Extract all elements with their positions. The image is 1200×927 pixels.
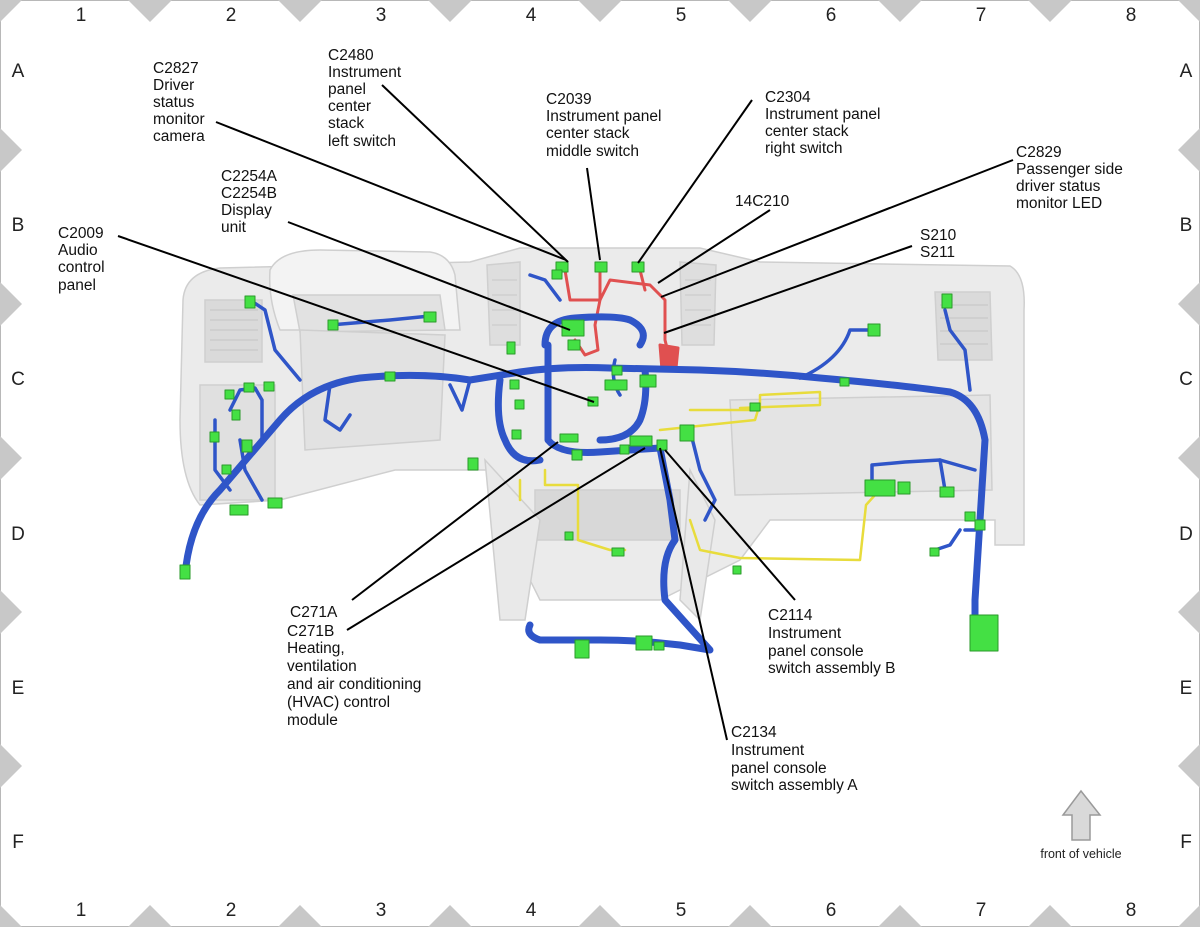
column-label-bottom: 7	[976, 900, 987, 921]
column-label-bottom: 5	[676, 900, 687, 921]
callout-leader-lines	[117, 84, 1014, 741]
column-label-top: 2	[226, 5, 237, 26]
row-label-left: E	[12, 678, 25, 699]
row-label-left: A	[12, 61, 25, 82]
border-diamond	[0, 282, 22, 326]
front-of-vehicle-label: front of vehicle	[1040, 847, 1121, 861]
row-label-right: B	[1180, 215, 1193, 236]
column-label-bottom: 3	[376, 900, 387, 921]
callout-labels: C2827 Driver status monitor camera C2480…	[58, 47, 1127, 794]
callout-c2114: C2114 Instrument panel console switch as…	[768, 607, 895, 677]
row-label-right: E	[1180, 678, 1193, 699]
column-label-bottom: 6	[826, 900, 837, 921]
row-label-right: D	[1179, 524, 1193, 545]
border-diamond	[428, 0, 472, 22]
column-label-bottom: 1	[76, 900, 87, 921]
border-diamond	[728, 0, 772, 22]
column-label-top: 4	[526, 5, 537, 26]
callout-14c210: 14C210	[735, 193, 790, 210]
border-diamond	[728, 905, 772, 927]
border-diamond	[578, 905, 622, 927]
blue-secondary-branches	[213, 273, 977, 552]
border-diamond	[1178, 128, 1200, 172]
border-diamond	[0, 128, 22, 172]
border-diamond	[1178, 590, 1200, 634]
border-diamond	[278, 905, 322, 927]
leader-c271b	[346, 447, 646, 631]
border-diamond	[878, 0, 922, 22]
row-label-right: F	[1180, 832, 1192, 853]
border-diamond	[128, 905, 172, 927]
callout-c271: C271A C271B Heating, ventilation and air…	[287, 604, 426, 729]
callout-c2829: C2829 Passenger side driver status monit…	[1016, 144, 1127, 212]
column-label-bottom: 8	[1126, 900, 1137, 921]
callout-c2254: C2254A C2254B Display unit	[221, 168, 281, 236]
border-diamond	[0, 0, 22, 22]
column-label-top: 7	[976, 5, 987, 26]
row-label-left: F	[12, 832, 24, 853]
row-label-left: C	[11, 369, 25, 390]
up-arrow-icon	[1061, 789, 1102, 841]
border-diamond	[0, 590, 22, 634]
border-diamond	[1178, 905, 1200, 927]
border-diamond	[0, 905, 22, 927]
border-diamond	[1178, 282, 1200, 326]
leader-c2254	[287, 221, 571, 331]
column-label-top: 6	[826, 5, 837, 26]
border-diamond	[0, 744, 22, 788]
blue-main-trunk	[181, 313, 989, 654]
border-diamond	[278, 0, 322, 22]
row-label-left: B	[12, 215, 25, 236]
border-diamond	[0, 436, 22, 480]
callout-c2480: C2480 Instrument panel center stack left…	[328, 47, 406, 150]
leader-14c210	[657, 209, 771, 284]
callout-c2304: C2304 Instrument panel center stack righ…	[765, 89, 885, 157]
leader-c2134	[659, 447, 728, 741]
leader-c2039	[586, 167, 601, 261]
border-diamond	[878, 905, 922, 927]
callout-c2134: C2134 Instrument panel console switch as…	[731, 724, 858, 794]
border-diamond	[1178, 744, 1200, 788]
column-label-top: 8	[1126, 5, 1137, 26]
instrument-panel-illustration	[179, 247, 1025, 622]
leader-c271a	[351, 441, 559, 601]
border-diamond	[1178, 436, 1200, 480]
row-label-right: A	[1180, 61, 1193, 82]
column-label-top: 5	[676, 5, 687, 26]
leader-c2480	[381, 84, 569, 263]
callout-c2009: C2009 Audio control panel	[58, 225, 109, 294]
border-diamond	[1028, 905, 1072, 927]
grid-labels: 1 2 3 4 5 6 7 8 1 2 3 4 5 6 7 8 A B C D …	[11, 5, 1193, 921]
leader-s210	[663, 245, 913, 334]
leader-c2304	[637, 99, 753, 264]
border-diamond	[428, 905, 472, 927]
column-label-bottom: 4	[526, 900, 537, 921]
callout-c2827: C2827 Driver status monitor camera	[153, 60, 209, 145]
connector-markers	[179, 261, 999, 659]
wiring-harness	[179, 261, 999, 659]
leader-c2009	[117, 235, 595, 403]
column-label-top: 3	[376, 5, 387, 26]
column-label-top: 1	[76, 5, 87, 26]
border-diamond	[1028, 0, 1072, 22]
row-label-right: C	[1179, 369, 1193, 390]
border-diamond	[128, 0, 172, 22]
callout-c2039: C2039 Instrument panel center stack midd…	[546, 91, 666, 160]
border-diamond	[578, 0, 622, 22]
leader-c2114	[664, 449, 796, 601]
border-diamond	[1178, 0, 1200, 22]
front-of-vehicle-indicator: front of vehicle	[1040, 789, 1122, 861]
column-label-bottom: 2	[226, 900, 237, 921]
callout-s210: S210 S211	[920, 227, 961, 261]
leader-c2829	[660, 159, 1014, 298]
leader-c2827	[215, 121, 567, 261]
row-label-left: D	[11, 524, 25, 545]
